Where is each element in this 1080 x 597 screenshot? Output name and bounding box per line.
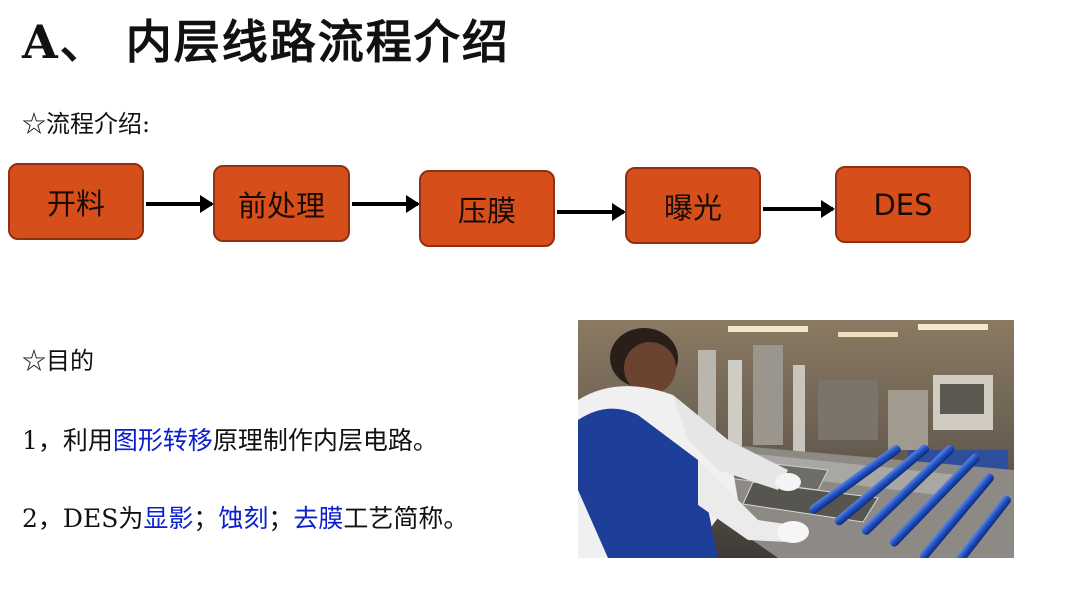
- highlight-term: 显影: [143, 504, 194, 533]
- flow-step-label: 前处理: [237, 188, 325, 223]
- factory-photo-illustration: [578, 320, 1014, 558]
- flow-step-pretreatment: 前处理: [213, 165, 350, 242]
- point-text: 工艺简称。: [343, 504, 469, 533]
- flow-step-label: 开料: [46, 186, 105, 221]
- separator: ；: [193, 504, 219, 533]
- flow-step-label: 压膜: [457, 193, 516, 228]
- flow-step-exposure: 曝光: [625, 167, 761, 244]
- flow-step-lamination: 压膜: [419, 170, 555, 247]
- purpose-point-1: 1，利用图形转移原理制作内层电路。: [22, 421, 438, 457]
- separator: ；: [268, 504, 294, 533]
- flow-section-label: ☆流程介绍:: [22, 110, 151, 138]
- point-text: 2，DES为: [22, 504, 144, 533]
- highlight-term: 蚀刻: [218, 504, 269, 533]
- flow-arrow: [557, 203, 626, 221]
- flow-arrow: [352, 195, 420, 213]
- flow-step-cutting: 开料: [8, 163, 144, 240]
- highlight-term: 图形转移: [112, 426, 213, 455]
- flow-arrow: [146, 195, 214, 213]
- point-text: 1，利用: [22, 426, 113, 455]
- purpose-label: ☆目的: [22, 347, 94, 375]
- purpose-point-2: 2，DES为显影；蚀刻；去膜工艺简称。: [22, 499, 468, 535]
- highlight-term: 去膜: [293, 504, 344, 533]
- flow-arrow: [763, 200, 835, 218]
- point-text: 原理制作内层电路。: [212, 426, 438, 455]
- page-title: A、 内层线路流程介绍: [22, 15, 510, 69]
- factory-photo: [578, 320, 1014, 558]
- flow-step-des: DES: [835, 166, 971, 243]
- flow-step-label: 曝光: [663, 190, 722, 225]
- flow-step-label: DES: [873, 187, 933, 222]
